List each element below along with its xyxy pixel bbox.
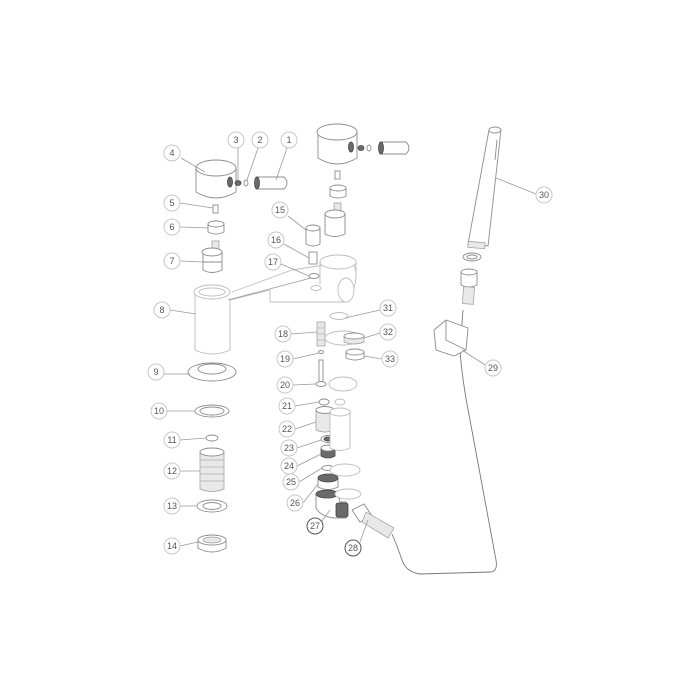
callout-1: 1 <box>280 131 298 149</box>
svg-text:11: 11 <box>167 435 176 445</box>
svg-text:16: 16 <box>271 235 281 245</box>
callout-13: 13 <box>163 497 181 515</box>
callout-12: 12 <box>163 462 181 480</box>
callout-6: 6 <box>163 218 181 236</box>
callout-30: 30 <box>535 186 553 204</box>
callout-26: 26 <box>286 494 304 512</box>
hand-shower-assembly <box>433 126 502 357</box>
callout-27: 27 <box>306 517 324 535</box>
svg-text:21: 21 <box>282 401 292 411</box>
callout-21: 21 <box>278 397 296 415</box>
callout-24: 24 <box>280 457 298 475</box>
callout-2: 2 <box>251 131 269 149</box>
svg-text:27: 27 <box>310 521 320 531</box>
callout-14: 14 <box>163 537 181 555</box>
diverter-ghost-housing <box>324 312 362 500</box>
svg-text:9: 9 <box>153 367 158 377</box>
svg-text:33: 33 <box>385 354 395 364</box>
svg-text:25: 25 <box>286 477 296 487</box>
callout-22: 22 <box>278 420 296 438</box>
callout-11: 11 <box>163 431 181 449</box>
svg-text:4: 4 <box>169 148 174 158</box>
svg-text:15: 15 <box>275 205 285 215</box>
callout-10: 10 <box>150 402 168 420</box>
callout-19: 19 <box>276 350 294 368</box>
callout-15: 15 <box>271 201 289 219</box>
svg-text:23: 23 <box>284 443 294 453</box>
callout-33: 33 <box>381 350 399 368</box>
callout-31: 31 <box>379 299 397 317</box>
svg-text:22: 22 <box>282 424 292 434</box>
svg-text:29: 29 <box>488 363 498 373</box>
svg-text:10: 10 <box>154 406 164 416</box>
callout-labels: 1 2 3 4 5 6 7 8 9 10 11 12 13 14 15 16 1… <box>147 131 553 557</box>
svg-text:17: 17 <box>268 257 278 267</box>
svg-text:19: 19 <box>280 354 290 364</box>
svg-text:7: 7 <box>169 256 174 266</box>
aerator-assembly <box>343 332 365 361</box>
svg-text:13: 13 <box>167 501 177 511</box>
svg-text:28: 28 <box>348 543 358 553</box>
callout-20: 20 <box>276 376 294 394</box>
svg-text:30: 30 <box>539 190 549 200</box>
callout-23: 23 <box>280 439 298 457</box>
svg-text:8: 8 <box>159 305 164 315</box>
left-handle-assembly <box>195 159 288 273</box>
mixer-body <box>193 254 357 355</box>
callout-32: 32 <box>379 323 397 341</box>
callout-9: 9 <box>147 363 165 381</box>
svg-text:32: 32 <box>383 327 393 337</box>
callout-3: 3 <box>227 131 245 149</box>
thread-lines <box>200 459 224 482</box>
callout-29: 29 <box>484 359 502 377</box>
svg-text:12: 12 <box>167 466 177 476</box>
callout-17: 17 <box>264 253 282 271</box>
svg-text:26: 26 <box>290 498 300 508</box>
callout-18: 18 <box>274 325 292 343</box>
callout-5: 5 <box>163 194 181 212</box>
callout-28: 28 <box>344 539 362 557</box>
svg-text:5: 5 <box>169 198 174 208</box>
svg-text:2: 2 <box>257 135 262 145</box>
callout-4: 4 <box>163 144 181 162</box>
callout-8: 8 <box>153 301 171 319</box>
svg-text:1: 1 <box>286 135 291 145</box>
svg-text:18: 18 <box>278 329 288 339</box>
svg-text:3: 3 <box>233 135 238 145</box>
svg-text:24: 24 <box>284 461 294 471</box>
callout-25: 25 <box>282 473 300 491</box>
right-handle-assembly <box>316 123 410 237</box>
base-mount-assembly <box>187 362 237 553</box>
leader-lines <box>164 147 537 547</box>
shower-hose <box>351 309 497 575</box>
callout-16: 16 <box>267 231 285 249</box>
svg-text:31: 31 <box>383 303 393 313</box>
svg-text:6: 6 <box>169 222 174 232</box>
callout-7: 7 <box>163 252 181 270</box>
diverter-assembly <box>305 224 349 519</box>
svg-text:20: 20 <box>280 380 290 390</box>
svg-text:14: 14 <box>167 541 177 551</box>
